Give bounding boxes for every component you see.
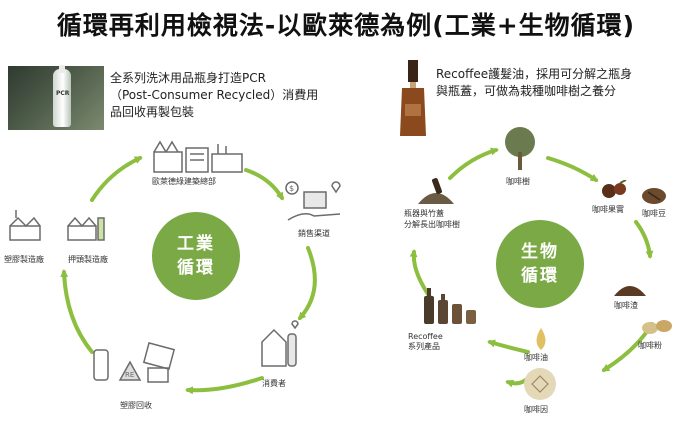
node-caffeine: 咖啡因 xyxy=(524,405,548,414)
coffee-fruit-icon xyxy=(602,180,627,198)
pcr-label: PCR xyxy=(56,90,70,97)
recoffee-bottle-photo xyxy=(400,60,426,136)
node-plastic-factory: 塑膠製造廠 xyxy=(4,255,44,264)
sales-channel-icon: $ xyxy=(285,181,341,221)
node-powder: 咖啡粉 xyxy=(638,341,662,350)
arrow-oil-to-products xyxy=(487,339,530,354)
arrow-recycling-to-factory xyxy=(60,269,94,354)
factory-building-icon xyxy=(153,140,243,173)
node-oil: 咖啡油 xyxy=(524,353,548,362)
node-pump-factory: 押頭製造廠 xyxy=(68,255,108,264)
arrow-bottle-to-tree xyxy=(448,147,499,180)
bottle-compost-icon xyxy=(418,178,454,204)
node-products: Recoffee 系列產品 xyxy=(408,332,443,351)
biological-description: Recoffee護髮油，採用可分解之瓶身 與瓶蓋，可做為栽種咖啡樹之養分 xyxy=(436,67,633,98)
arrow-bean-to-grounds xyxy=(634,220,654,259)
node-fruit: 咖啡果實 xyxy=(592,205,624,214)
arrow-tree-to-fruit xyxy=(546,156,599,182)
arrow-consumer-to-recycling xyxy=(185,376,264,395)
coffee-powder-icon xyxy=(642,320,672,334)
svg-text:RE: RE xyxy=(125,371,134,379)
arrow-building-to-sales xyxy=(244,168,284,201)
coffee-oil-icon xyxy=(536,328,546,350)
svg-text:$: $ xyxy=(289,184,294,193)
node-sales: 銷售渠道 xyxy=(298,229,330,238)
consumer-icon xyxy=(261,320,299,367)
coffee-bean-icon xyxy=(642,188,666,204)
node-tree: 咖啡樹 xyxy=(506,177,530,186)
node-bean: 咖啡豆 xyxy=(642,209,666,218)
node-recycling: 塑膠回收 xyxy=(120,401,152,410)
pcr-bottle-photo: PCR xyxy=(8,65,104,130)
node-grounds: 咖啡渣 xyxy=(614,301,638,310)
industrial-description: 全系列洗沐用品瓶身打造PCR （Post-Consumer Recycled）消… xyxy=(110,71,319,119)
industrial-cycle-hub: 工業 循環 xyxy=(152,212,240,300)
node-bottle: 瓶器與竹蓋 分解長出咖啡樹 xyxy=(404,209,460,229)
coffee-grounds-icon xyxy=(614,286,646,296)
plastic-factory-icon xyxy=(9,210,41,241)
recoffee-products-icon xyxy=(424,288,476,324)
arrow-pump-to-building xyxy=(90,156,143,202)
arrow-sales-to-consumer xyxy=(298,246,317,321)
biological-cycle-hub: 生物 循環 xyxy=(496,220,584,308)
node-consumer: 消費者 xyxy=(262,379,286,388)
pump-factory-icon xyxy=(67,216,105,241)
node-building: 歐萊德綠建築總部 xyxy=(152,177,216,186)
caffeine-icon xyxy=(524,368,556,400)
recycling-icon: RE xyxy=(93,342,176,383)
page-title: 循環再利用檢視法-以歐萊德為例(工業+生物循環) xyxy=(56,11,636,40)
coffee-tree-icon xyxy=(505,127,535,170)
